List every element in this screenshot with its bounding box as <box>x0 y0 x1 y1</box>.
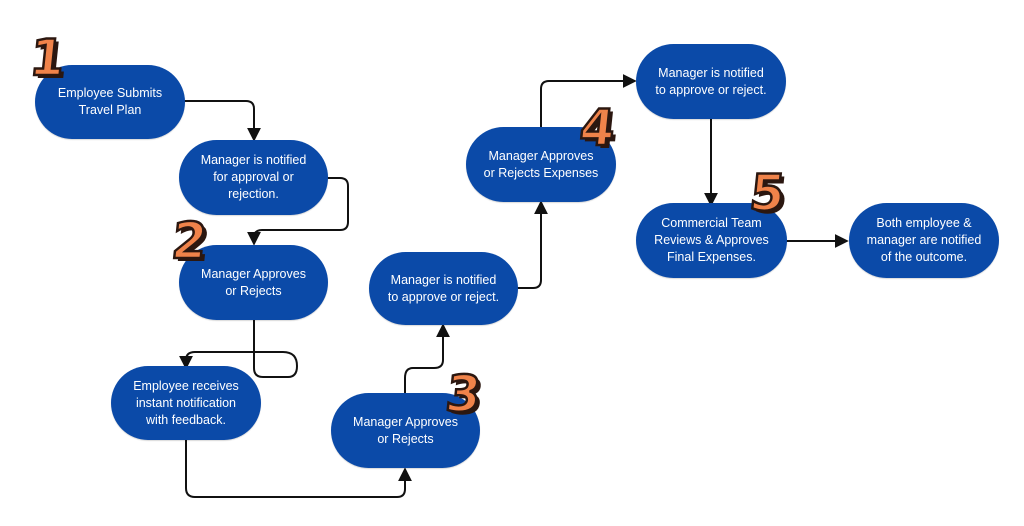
node-manager-approves-rejects-1: Manager Approves or Rejects <box>179 245 328 320</box>
connector-approves-to-employee-receives <box>179 319 298 378</box>
connector-notified-to-approves <box>247 177 349 246</box>
node-employee-receives-notification: Employee receives instant notification w… <box>111 366 261 440</box>
node-commercial-team-reviews: Commercial Team Reviews & Approves Final… <box>636 203 787 278</box>
step-badge-3: 3 <box>442 364 485 425</box>
step-badge-1: 1 <box>26 28 69 89</box>
connector-approves-2-to-notified-2 <box>404 323 450 394</box>
node-manager-notified-3: Manager is notified to approve or reject… <box>636 44 786 119</box>
node-manager-approves-rejects-2: Manager Approves or Rejects <box>331 393 480 468</box>
connector-employee-to-approves-2 <box>185 439 412 498</box>
connector-submit-to-notified <box>184 100 261 142</box>
connector-notified-2-to-expenses <box>517 200 548 289</box>
step-badge-2: 2 <box>168 211 211 272</box>
node-manager-notified-approval: Manager is notified for approval or reje… <box>179 140 328 215</box>
step-badge-5: 5 <box>746 163 789 224</box>
node-manager-notified-2: Manager is notified to approve or reject… <box>369 252 518 325</box>
step-badge-4: 4 <box>576 98 619 159</box>
node-employee-submits: Employee Submits Travel Plan <box>35 65 185 139</box>
node-manager-approves-expenses: Manager Approves or Rejects Expenses <box>466 127 616 202</box>
connector-expenses-to-notified-3 <box>540 74 637 128</box>
node-both-notified: Both employee & manager are notified of … <box>849 203 999 278</box>
